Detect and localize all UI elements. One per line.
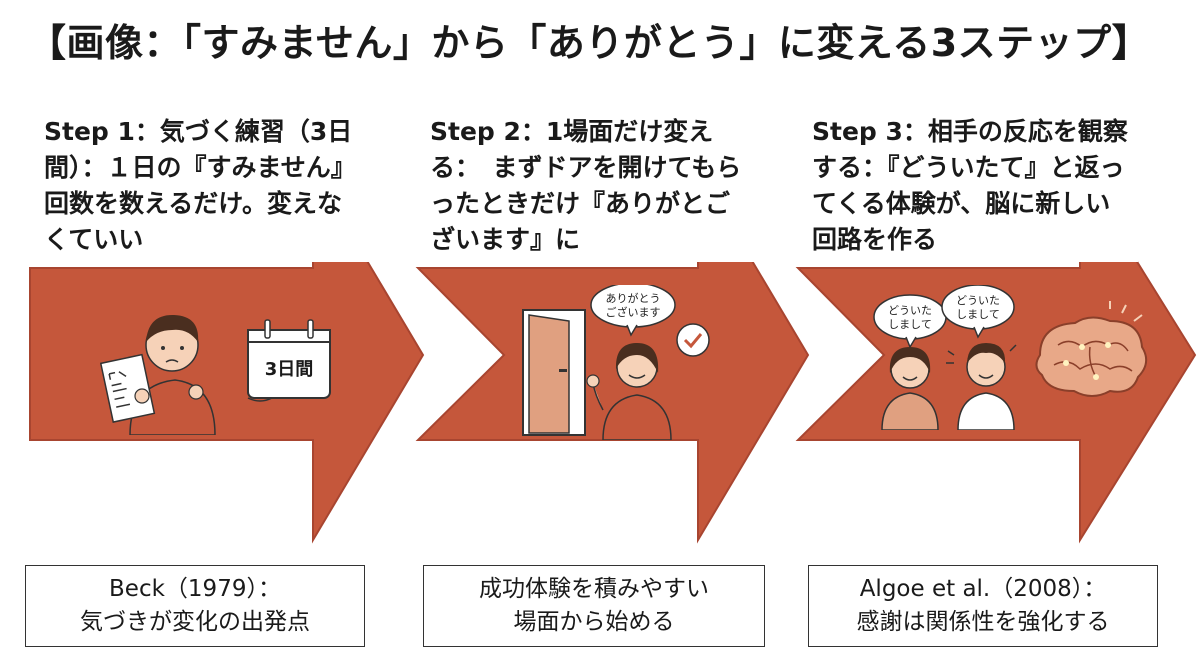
reply-speech-bubble-a: どういた しまして: [873, 294, 947, 349]
bubble-b-line-1: どういた: [956, 294, 1000, 307]
step-2-citation-line-2: 場面から始める: [513, 609, 675, 635]
step-2-text: Step 2：1場面だけ変える： まずドアを開けてもらったときだけ『ありがとござ…: [430, 112, 756, 262]
bubble-b-line-2: しまして: [956, 308, 1000, 321]
step-3-citation-line-2: 感謝は関係性を強化する: [856, 609, 1110, 635]
page-title: 【画像：「すみません」から「ありがとう」に変える3ステップ】: [28, 21, 1151, 65]
step-2-citation-box: 成功体験を積みやすい 場面から始める: [423, 565, 765, 647]
woman-icon: [586, 343, 672, 441]
step-1-illustration: 3日間: [99, 300, 350, 436]
bubble-line-1: ありがとう: [606, 291, 661, 305]
step-1-citation-line-2: 気づきが変化の出発点: [80, 609, 310, 635]
step-2-illustration: ありがとう ございます: [515, 282, 715, 441]
calendar-label: 3日間: [265, 359, 314, 380]
reply-speech-bubble-b: どういた しまして: [941, 284, 1015, 339]
check-bubble-icon: [676, 323, 710, 357]
step-1-text: Step 1：気づく練習（3日間）：１日の『すみません』回数を数えるだけ。変えな…: [44, 112, 370, 262]
man-icon: [946, 343, 1017, 431]
bubble-a-line-2: しまして: [888, 318, 932, 331]
counting-person-icon: [99, 314, 216, 436]
step-3-citation-box: Algoe et al.（2008）： 感謝は関係性を強化する: [808, 565, 1158, 647]
step-1-citation-line-1: Beck（1979）：: [109, 576, 281, 602]
step-3-illustration: どういた しまして どういた しまして: [870, 284, 1160, 431]
calendar-icon: 3日間: [247, 319, 331, 402]
step-3-citation-line-1: Algoe et al.（2008）：: [859, 576, 1107, 602]
bubble-a-line-1: どういた: [888, 304, 932, 317]
thanks-speech-bubble: ありがとう ございます: [590, 282, 676, 337]
woman-icon: [881, 347, 939, 431]
bubble-line-2: ございます: [606, 305, 661, 319]
step-3-text: Step 3：相手の反応を観察する：『どういたて』と返ってくる体験が、脳に新しい…: [812, 112, 1138, 262]
step-1-citation-box: Beck（1979）： 気づきが変化の出発点: [25, 565, 365, 647]
brain-icon: [1035, 301, 1148, 397]
step-2-citation-line-1: 成功体験を積みやすい: [479, 576, 709, 602]
door-icon: [522, 309, 586, 436]
